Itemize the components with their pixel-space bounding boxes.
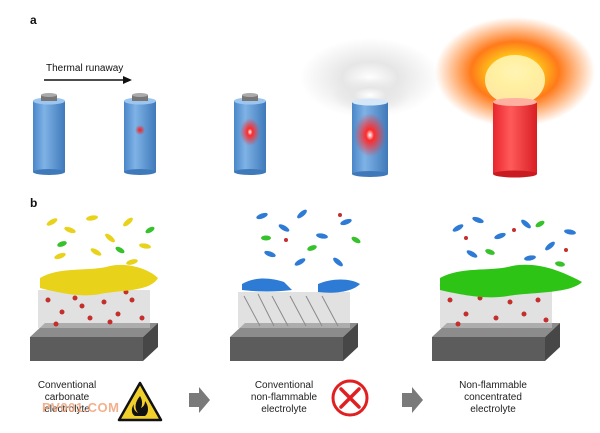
watermark: PV001.COM <box>42 400 120 415</box>
sei-layer-blue-left <box>242 278 292 292</box>
prohibited-cross-icon <box>331 379 369 417</box>
caption-line: electrolyte <box>470 404 516 415</box>
thermal-runaway-arrow <box>44 76 132 84</box>
electrolyte-stack-1 <box>30 215 158 361</box>
sei-layer-blue-right <box>318 279 360 293</box>
battery-cell-1 <box>33 93 65 175</box>
caption-line: carbonate <box>44 392 90 403</box>
caption-line: Conventional <box>37 380 97 391</box>
battery-cell-4 <box>300 38 440 177</box>
panel-b-label: b <box>30 196 38 210</box>
heat-spot-small <box>135 125 145 135</box>
battery-cell-2 <box>124 93 156 175</box>
caption-line: concentrated <box>464 392 522 403</box>
electrolyte-stack-3 <box>432 216 582 361</box>
caption-line: electrolyte <box>261 404 307 415</box>
right-arrow-icon <box>402 387 423 413</box>
sei-layer-green <box>440 264 582 298</box>
caption-non-flammable-concentrated: Non-flammable concentrated electrolyte <box>438 380 548 416</box>
caption-conventional-carbonate: Conventional carbonate electrolyte <box>12 380 122 416</box>
caption-line: non-flammable <box>250 392 318 403</box>
right-arrow-icon <box>189 387 210 413</box>
battery-cell-3 <box>234 93 266 175</box>
caption-line: Non-flammable <box>459 380 527 391</box>
heat-spot-medium <box>240 118 260 146</box>
caption-conventional-non-flammable: Conventional non-flammable electrolyte <box>229 380 339 416</box>
panel-a-label: a <box>30 13 37 27</box>
sei-layer-yellow <box>40 264 158 296</box>
heat-spot-large <box>354 113 386 157</box>
electrolyte-stack-2 <box>230 209 361 361</box>
caption-line: electrolyte <box>44 404 90 415</box>
caption-line: Conventional <box>254 380 314 391</box>
battery-cell-5 <box>435 17 595 178</box>
flammable-warning-icon <box>117 381 163 422</box>
thermal-runaway-label: Thermal runaway <box>46 63 124 74</box>
